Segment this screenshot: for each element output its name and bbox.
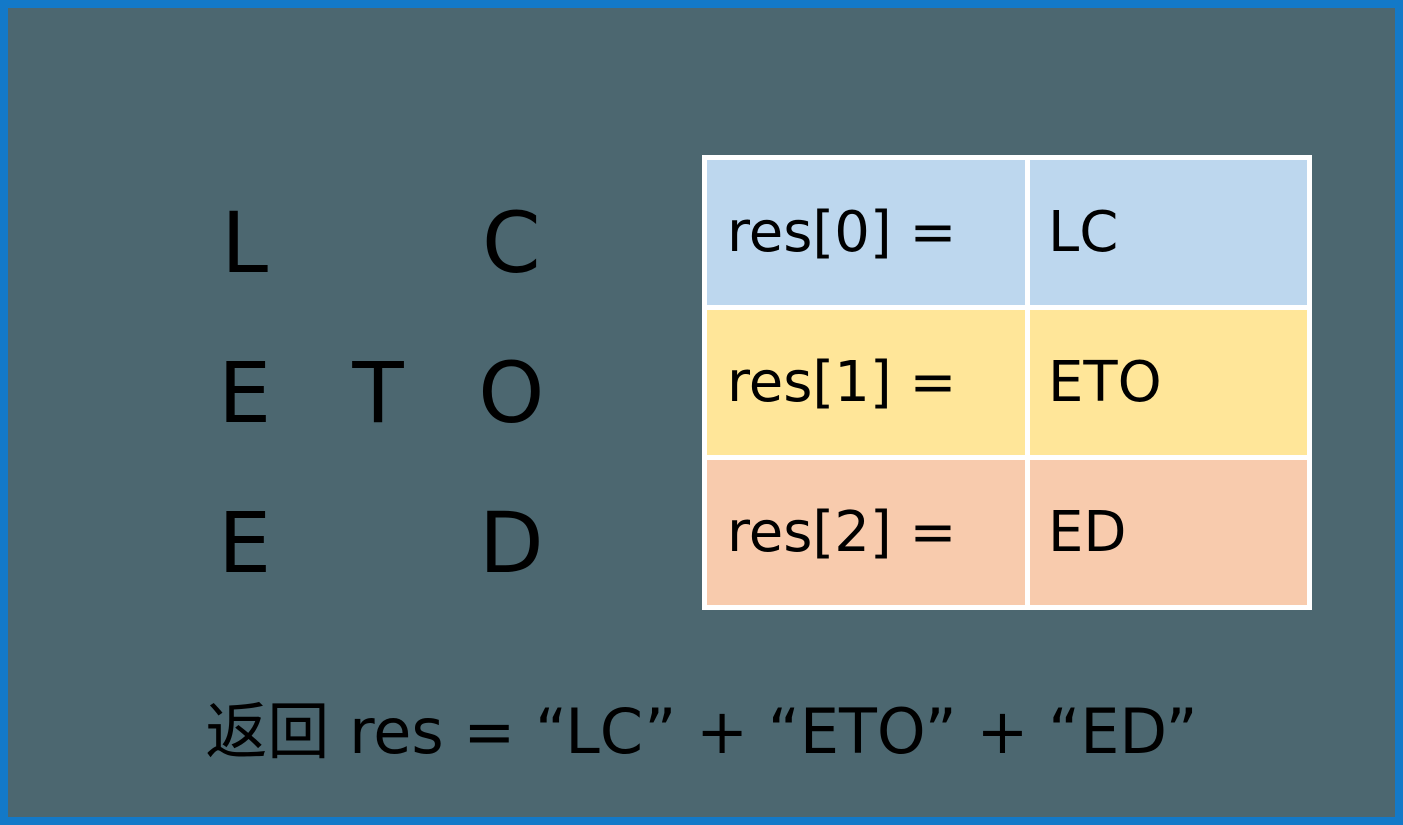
- zigzag-letter: T: [352, 344, 404, 442]
- zigzag-letter: E: [218, 344, 272, 442]
- table-row: res[2] = ED: [707, 460, 1307, 605]
- zigzag-letter: D: [478, 494, 544, 592]
- zigzag-letter: O: [478, 344, 545, 442]
- result-table: res[0] = LC res[1] = ETO res[2] = ED: [702, 155, 1312, 610]
- result-index-label: res[2] =: [707, 460, 1025, 605]
- table-row: res[1] = ETO: [707, 310, 1307, 455]
- zigzag-row: E T O: [178, 318, 578, 468]
- zigzag-letter-grid: L C E T O E D: [178, 168, 578, 588]
- table-row: res[0] = LC: [707, 160, 1307, 305]
- result-index-label: res[0] =: [707, 160, 1025, 305]
- zigzag-letter: C: [481, 194, 541, 292]
- result-caption: 返回 res = “LC” + “ETO” + “ED”: [205, 695, 1198, 768]
- result-index-label: res[1] =: [707, 310, 1025, 455]
- result-value: LC: [1030, 160, 1307, 305]
- result-value: ETO: [1030, 310, 1307, 455]
- zigzag-row: E D: [178, 468, 578, 618]
- zigzag-letter: L: [221, 194, 269, 292]
- result-value: ED: [1030, 460, 1307, 605]
- zigzag-row: L C: [178, 168, 578, 318]
- zigzag-letter: E: [218, 494, 272, 592]
